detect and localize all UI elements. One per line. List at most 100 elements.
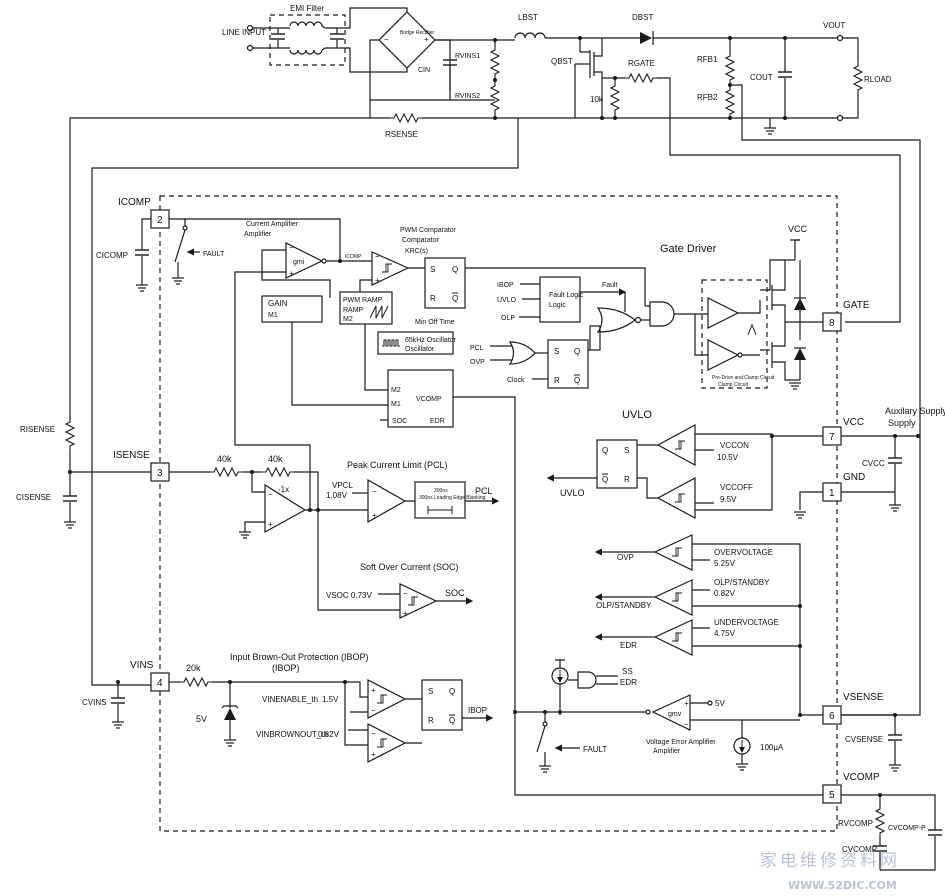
- c-vcc-label: CVCC: [862, 459, 885, 468]
- svg-text:7: 7: [829, 432, 835, 443]
- svg-text:M1: M1: [268, 312, 278, 319]
- svg-text:M2: M2: [391, 387, 401, 394]
- pcl-title: Peak Current Limit (PCL): [347, 460, 448, 470]
- r-sense-label: RSENSE: [385, 130, 418, 139]
- pwm-comparator[interactable]: [371, 251, 410, 286]
- pin-vcomp[interactable]: 5 VCOMP: [822, 772, 880, 804]
- svg-text:−: −: [375, 252, 380, 261]
- r-vcomp-resistor: [875, 804, 885, 838]
- r-gate-resistor: [624, 73, 658, 83]
- and-gate-ss-edr: [577, 671, 597, 689]
- svg-text:S: S: [428, 687, 433, 696]
- pin-isense-label: ISENSE: [113, 450, 150, 461]
- svg-text:OLP: OLP: [501, 315, 515, 322]
- svg-text:Pre-Drive and Clamp Circuit: Pre-Drive and Clamp Circuit: [712, 375, 775, 381]
- boost-mosfet: [580, 38, 603, 118]
- uvlo-latch: [596, 439, 638, 489]
- svg-text:GAIN: GAIN: [268, 299, 288, 308]
- svg-text:-1x: -1x: [278, 485, 289, 494]
- svg-text:1: 1: [829, 488, 835, 499]
- gmv-amplifier[interactable]: [651, 694, 691, 731]
- fault-switch-vcomp: [536, 725, 546, 753]
- r-isense-label: RISENSE: [20, 425, 55, 434]
- svg-text:+: +: [268, 520, 273, 529]
- ibop-brownout-comp: [367, 723, 407, 763]
- svg-text:OLP/STANDBY: OLP/STANDBY: [714, 578, 770, 587]
- soc-comparator: [399, 583, 438, 619]
- svg-text:IBOP: IBOP: [497, 282, 514, 289]
- svg-text:9.5V: 9.5V: [720, 495, 737, 504]
- pin-vsense[interactable]: 6 VSENSE: [822, 692, 884, 725]
- c-in-label: CIN: [418, 67, 430, 74]
- svg-text:−: −: [684, 720, 689, 729]
- pin-gate[interactable]: 8 GATE: [822, 300, 870, 332]
- pwm-latch: [424, 257, 466, 309]
- svg-text:RAMP: RAMP: [343, 307, 364, 314]
- emi-filter-box: [269, 14, 346, 66]
- predrive-buffer-1: [707, 297, 740, 329]
- svg-text:Fault Logic: Fault Logic: [549, 292, 584, 299]
- c-icomp-label: CICOMP: [96, 251, 128, 260]
- r-fb2-label: RFB2: [697, 93, 718, 102]
- svg-text:OVERVOLTAGE: OVERVOLTAGE: [714, 548, 773, 557]
- svg-text:ICOMP: ICOMP: [345, 254, 362, 260]
- svg-text:6: 6: [829, 711, 835, 722]
- svg-text:(IBOP): (IBOP): [272, 663, 300, 673]
- output-mosfet-low: [760, 322, 786, 378]
- isense-section: 40k 40k -1x − + Peak Current Limit (PCL)…: [169, 454, 500, 619]
- svg-text:4.75V: 4.75V: [714, 629, 736, 638]
- gate-driver-section: Gate Driver VCC Fault Logic Logic IBOP U…: [470, 224, 823, 390]
- external-wiring: [69, 117, 901, 686]
- clock-label: Clock: [507, 377, 525, 384]
- watermark-cn: 家电维修资料网: [760, 851, 900, 871]
- emi-x-cap-1: [270, 33, 286, 40]
- pin-vins[interactable]: 4 VINS: [130, 660, 170, 692]
- svg-text:+: +: [371, 750, 376, 759]
- l-bst-label: LBST: [518, 13, 538, 22]
- pin-icomp[interactable]: 2 ICOMP: [118, 197, 170, 229]
- svg-text:Comparator: Comparator: [402, 237, 440, 244]
- pin-vcc[interactable]: 7 VCC: [822, 417, 864, 446]
- r-40k-b: [261, 467, 295, 477]
- svg-text:S: S: [554, 347, 559, 356]
- r-10k-resistor: [610, 81, 620, 115]
- error-amp-label: Voltage Error Amplifier: [646, 739, 716, 746]
- uvlo-output: UVLO: [560, 488, 585, 498]
- svg-text:0.82V: 0.82V: [714, 589, 736, 598]
- pin-gnd[interactable]: 1 GND: [822, 472, 865, 502]
- aux-supply-label: Auxilary Supply: [885, 406, 945, 416]
- pwm-comparator-label: PWM Comparator: [400, 227, 457, 234]
- svg-text:+: +: [375, 276, 380, 285]
- sr-latch-pcl: [547, 339, 589, 389]
- emi-choke-bottom: [289, 49, 323, 55]
- svg-text:VSOC 0.73V: VSOC 0.73V: [326, 591, 372, 600]
- svg-text:VCOMP: VCOMP: [416, 396, 442, 403]
- svg-text:PCL: PCL: [470, 345, 484, 352]
- vcomp-mux-block: [387, 369, 454, 428]
- svg-text:65kHz Oscillator: 65kHz Oscillator: [405, 337, 457, 344]
- gmi-amplifier[interactable]: [285, 242, 324, 279]
- c-vcc-capacitor: [887, 457, 903, 464]
- v-out-label: VOUT: [823, 21, 845, 30]
- svg-text:40k: 40k: [268, 454, 283, 464]
- or-gate-fault: [596, 307, 636, 333]
- svg-text:−: −: [384, 35, 389, 44]
- ic-boundary: [159, 195, 838, 832]
- line-input-label: LINE INPUT: [222, 28, 266, 37]
- pin-isense[interactable]: 3 ISENSE: [113, 450, 170, 482]
- blanking-block: [414, 481, 466, 519]
- c-out-capacitor: [777, 71, 793, 78]
- svg-text:R: R: [554, 376, 560, 385]
- svg-text:M2: M2: [343, 316, 353, 323]
- bridge-label: Bridge Rectifier: [400, 30, 435, 36]
- voltage-error-amp-section: SS EDR gmv + − 5V Voltage Error Amplifie…: [513, 659, 800, 773]
- line-input-terminal-2: [246, 44, 254, 52]
- svg-text:0.82V: 0.82V: [318, 730, 340, 739]
- fault-logic-block: [539, 276, 581, 323]
- svg-text:R: R: [428, 716, 434, 725]
- r-vins2-label: RVINS2: [455, 93, 480, 100]
- r-vcomp-label: RVCOMP: [838, 819, 873, 828]
- svg-text:+: +: [372, 511, 377, 520]
- svg-text:VINBROWNOUT_th: VINBROWNOUT_th: [256, 730, 328, 739]
- svg-text:KRC(s): KRC(s): [405, 248, 428, 255]
